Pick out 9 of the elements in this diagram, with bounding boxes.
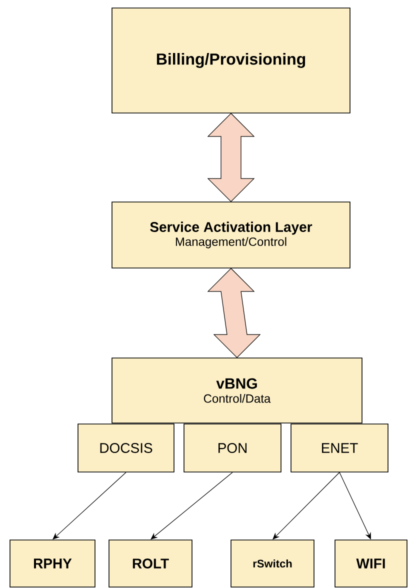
protocol-box: PON bbox=[184, 424, 282, 472]
device-box: WIFI bbox=[334, 540, 408, 588]
billing-box: Billing/Provisioning bbox=[112, 8, 350, 114]
layer-box: Service Activation Layer Management/Control bbox=[112, 202, 350, 268]
device-box: rSwitch bbox=[230, 540, 314, 588]
device-box: RPHY bbox=[10, 540, 96, 588]
protocol-box: ENET bbox=[290, 424, 388, 472]
protocol-box: DOCSIS bbox=[78, 424, 174, 472]
device-box: ROLT bbox=[108, 540, 192, 588]
